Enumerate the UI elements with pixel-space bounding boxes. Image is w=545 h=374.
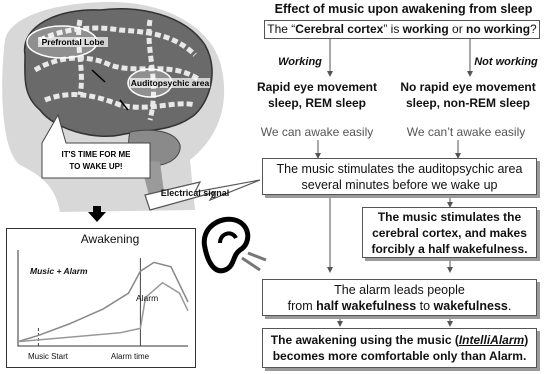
speech-bubble-line1: IT'S TIME FOR ME [61,150,131,159]
awake-easily: We can awake easily [260,125,374,139]
intellialarm-brand: IntelliAlarm [458,333,525,347]
series-line-music-alarm [17,261,189,343]
diagram-title: Effect of music upon awakening from slee… [274,2,533,16]
awakening-chart [6,228,196,368]
legend-alarm: Alarm [136,293,159,303]
nonrem-sleep-line1: No rapid eye movement [400,80,536,94]
cant-awake-easily: We can’t awake easily [406,125,526,139]
prefrontal-lobe-label: Prefrontal Lobe [38,37,108,47]
stimulate-auditopsychic-box: The music stimulates the auditopsychic a… [262,158,537,195]
ear-icon [201,216,267,274]
series-line-alarm [17,281,189,343]
electrical-signal-label: Electrical signal [160,188,230,198]
alarm-leads-box: The alarm leads people from half wakeful… [262,279,537,316]
conclusion-box: The awakening using the music (IntelliAl… [262,328,537,368]
down-arrow-icon [88,212,106,222]
rem-sleep-line1: Rapid eye movement [256,80,378,94]
legend-music-alarm: Music + Alarm [30,266,88,276]
tick-alarm-time: Alarm time [110,352,150,361]
speech-bubble-line2: TO WAKE UP! [69,162,123,171]
question-box: The “Cerebral cortex” is working or no w… [264,20,540,39]
stimulate-cortex-box: The music stimulates the cerebral cortex… [362,207,537,258]
electrical-signal-icon [144,179,261,211]
rem-sleep-line2: sleep, REM sleep [267,96,367,110]
chart-title: Awakening [80,232,140,246]
branch-working: Working [278,56,322,68]
speech-bubble [41,113,151,179]
branch-not-working: Not working [474,56,538,68]
auditopsychic-area-label: Auditopsychic area [130,78,210,88]
tick-music-start: Music Start [27,352,68,361]
chart-axes [17,250,188,347]
cerebral-cortex-term: Cerebral cortex [295,22,384,36]
nonrem-sleep-line2: sleep, non-REM sleep [405,96,531,110]
